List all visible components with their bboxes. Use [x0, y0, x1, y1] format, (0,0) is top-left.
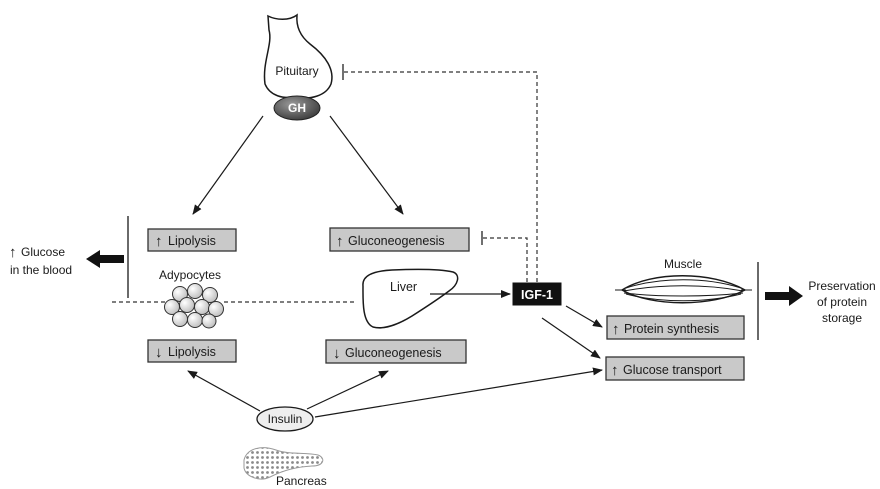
glucose-transport-label: Glucose transport [623, 363, 722, 377]
arrow-gh-to-gluconeogenesis [329, 115, 404, 215]
gh-label: GH [288, 101, 306, 115]
arrow-igf1-to-protein-synthesis [565, 305, 603, 328]
glucose-up-arrow: ↑ [9, 244, 17, 261]
pituitary-gland-shape [263, 13, 333, 99]
preservation-line3: storage [822, 311, 862, 325]
arrow-insulin-to-lipolysis [187, 370, 261, 412]
lipolysis-down-label: Lipolysis [168, 345, 216, 359]
arrow-insulin-to-gluconeogenesis [306, 370, 389, 410]
insulin-ellipse [256, 406, 314, 432]
adypocytes-cells [164, 283, 224, 329]
gh-ellipse [273, 95, 321, 121]
igf1-label: IGF-1 [521, 288, 553, 302]
glucose-label-line1: Glucose [21, 245, 65, 259]
gluconeogenesis-down-arrow: ↓ [333, 345, 341, 362]
gluconeogenesis-up-label: Gluconeogenesis [348, 234, 445, 248]
muscle-shape [615, 275, 752, 304]
adypocytes-label: Adypocytes [159, 268, 221, 282]
feedback-igf1-to-gluconeogenesis [482, 237, 528, 282]
gluconeogenesis-down-label: Gluconeogenesis [345, 346, 442, 360]
preservation-line2: of protein [817, 295, 867, 309]
glucose-transport-box [605, 356, 745, 381]
protein-synthesis-box [606, 315, 745, 340]
lipolysis-down-arrow: ↓ [155, 344, 163, 361]
arrow-insulin-to-glucose-transport [314, 367, 603, 418]
liver-label: Liver [390, 280, 417, 294]
glucose-transport-up-arrow: ↑ [611, 362, 619, 379]
lipolysis-up-label: Lipolysis [168, 234, 216, 248]
preservation-line1: Preservation [808, 279, 875, 293]
lipolysis-down-box [147, 339, 237, 363]
protein-synthesis-label: Protein synthesis [624, 322, 719, 336]
gluconeogenesis-down-box [325, 339, 467, 364]
pancreas-label: Pancreas [276, 474, 327, 488]
arrow-gh-to-lipolysis [192, 115, 264, 215]
gluconeogenesis-up-box [329, 227, 470, 252]
insulin-label: Insulin [268, 412, 303, 426]
big-arrow-left [86, 250, 124, 268]
pancreas-shape [243, 447, 324, 480]
muscle-label: Muscle [664, 257, 702, 271]
arrow-igf1-to-glucose-transport [541, 317, 601, 359]
pituitary-label: Pituitary [275, 64, 318, 78]
big-arrow-right [765, 286, 803, 306]
lipolysis-up-box [147, 228, 237, 252]
gluconeogenesis-up-arrow: ↑ [336, 233, 344, 250]
lipolysis-up-arrow: ↑ [155, 233, 163, 250]
liver-shape [362, 268, 459, 329]
feedback-igf1-to-pituitary [343, 71, 538, 282]
glucose-label-line2: in the blood [10, 263, 72, 277]
protein-synthesis-up-arrow: ↑ [612, 321, 620, 338]
igf1-box [512, 282, 562, 306]
